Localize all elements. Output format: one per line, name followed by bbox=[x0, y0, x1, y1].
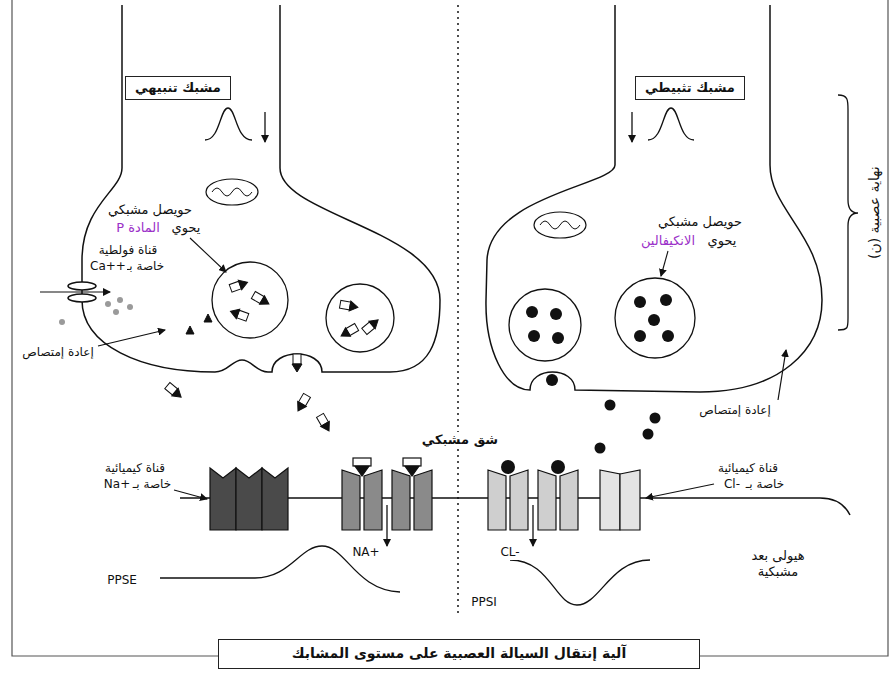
calcium-channel bbox=[68, 282, 96, 290]
presynaptic-membrane bbox=[486, 5, 822, 392]
mitochondrion bbox=[206, 179, 258, 205]
potential-label: PPSE bbox=[106, 573, 138, 588]
cleft-label: شق مشبكي bbox=[421, 432, 499, 448]
synapse-type-box: مشبك تنبيهي bbox=[125, 76, 231, 100]
mitochondrion bbox=[534, 212, 586, 238]
frame bbox=[12, 0, 888, 656]
channel-label: قناة كيميائية bbox=[717, 461, 779, 476]
synaptic-vesicle bbox=[212, 262, 288, 338]
channel-label: خاصة بـ bbox=[132, 477, 172, 492]
ipsp-curve bbox=[510, 560, 650, 605]
channel-label: خاصة بـ bbox=[745, 477, 785, 492]
ion-flow-label: CL- bbox=[499, 545, 520, 560]
cytoplasm-label: هيولى بعد مشبكية bbox=[737, 548, 819, 581]
signal-arrow bbox=[631, 112, 632, 142]
side-label: نهاية عصبية (ن) bbox=[865, 166, 883, 261]
ion-name: Ca++ bbox=[89, 259, 127, 274]
potential-label: PPSI bbox=[470, 595, 498, 610]
neurotransmitter-name: المادة P bbox=[115, 220, 161, 236]
enkephalin-molecules bbox=[526, 294, 674, 454]
vesicle-label: حويصل مشبكي bbox=[107, 202, 193, 218]
synaptic-vesicle bbox=[615, 278, 695, 358]
action-potential bbox=[205, 108, 252, 140]
mitochondrion-crista bbox=[540, 221, 580, 229]
reuptake-label: إعادة إمتصاص bbox=[21, 345, 95, 360]
leader-arrow bbox=[190, 238, 226, 272]
divider-line bbox=[457, 5, 459, 615]
channel-label: خاصة بـ bbox=[125, 259, 165, 274]
caption-box: آلية إنتقال السيالة العصبية على مستوى ال… bbox=[218, 639, 700, 669]
reuptake-arrow bbox=[778, 350, 786, 400]
calcium-entry-arrow bbox=[40, 291, 110, 292]
reuptake-label: إعادة إمتصاص bbox=[698, 403, 772, 418]
ion-name: Cl- bbox=[723, 477, 741, 492]
mitochondrion-crista bbox=[212, 188, 252, 196]
vesicle-label: يحوي bbox=[171, 220, 202, 236]
neurotransmitter-name: الانكيفالين bbox=[640, 233, 696, 249]
sodium-channel-closed bbox=[210, 468, 288, 530]
ion-name: Na+ bbox=[103, 477, 131, 492]
leader-arrow bbox=[661, 251, 668, 276]
vesicle-label: حويصل مشبكي bbox=[657, 214, 743, 230]
ion-flow-arrow bbox=[386, 505, 387, 546]
box-text: مشبك تنبيهي bbox=[135, 80, 221, 96]
action-potential bbox=[648, 108, 694, 140]
ion-flow-arrow bbox=[532, 505, 533, 546]
synapse-type-box: مشبك تثبيطي bbox=[635, 76, 745, 100]
calcium-ions bbox=[59, 297, 133, 325]
signal-arrow bbox=[264, 112, 265, 142]
enkephalin-bound bbox=[501, 460, 565, 474]
box-text: مشبك تثبيطي bbox=[645, 80, 735, 96]
bracket bbox=[838, 95, 858, 330]
calcium-channel bbox=[68, 294, 96, 302]
channel-label: قناة كيميائية bbox=[104, 461, 166, 476]
leader-arrow bbox=[646, 484, 714, 498]
synaptic-vesicle bbox=[326, 284, 394, 352]
chloride-channel-closed bbox=[600, 470, 640, 530]
substance-p-molecules bbox=[164, 278, 381, 434]
vesicle-label: يحوي bbox=[707, 233, 738, 249]
presynaptic-membrane bbox=[82, 5, 440, 372]
ion-flow-label: NA+ bbox=[351, 545, 380, 560]
reuptake-arrow bbox=[98, 330, 165, 346]
synaptic-vesicle bbox=[509, 289, 581, 361]
channel-label: قناة فولطية bbox=[98, 243, 159, 258]
